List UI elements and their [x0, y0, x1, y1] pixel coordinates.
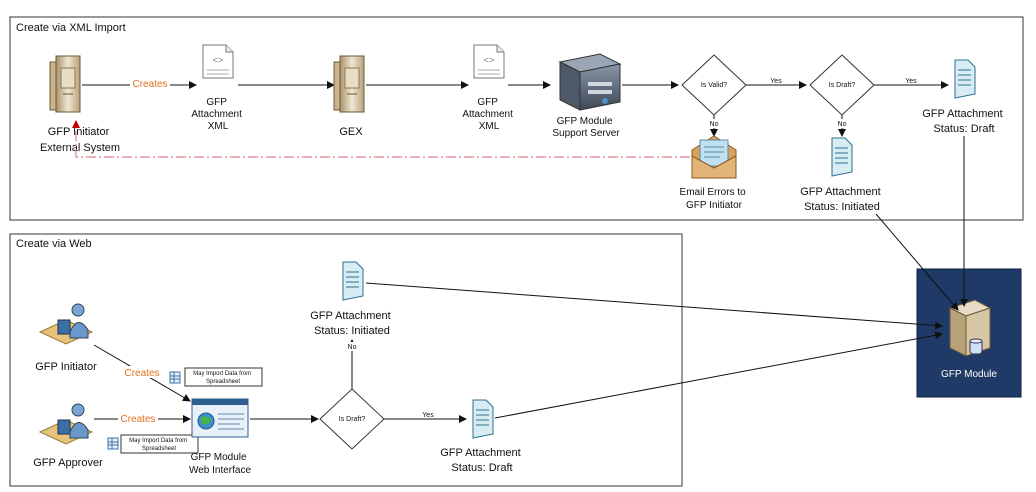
draft-yes-xml-label: Yes	[905, 78, 917, 85]
web-draft-to-module-arrow	[494, 331, 943, 419]
attachment-initiated-xml-label: GFP Attachment Status: Initiated	[800, 186, 884, 213]
support-server-icon	[558, 53, 622, 111]
is-valid-label: Is Valid?	[701, 82, 727, 89]
web-panel-title: Create via Web	[16, 238, 92, 250]
gfp-module-server-icon	[948, 299, 992, 357]
attachment-initiated-document-icon	[831, 137, 853, 177]
import-note-2	[120, 434, 199, 454]
gfp-module-label: GFP Module	[941, 369, 997, 380]
xml-import-panel-title: Create via XML Import	[16, 22, 126, 34]
initiator-creates-label: Creates	[124, 368, 159, 379]
is-draft-xml-label: Is Draft?	[829, 82, 856, 89]
draft-no-web-label: No	[348, 344, 357, 351]
email-errors-label: Email Errors to GFP Initiator	[680, 187, 749, 211]
web-initiated-to-module-arrow	[365, 282, 943, 330]
svg-text:<>: <>	[213, 56, 224, 66]
valid-yes-label: Yes	[770, 78, 782, 85]
attachment-draft-document-icon	[954, 59, 976, 99]
spreadsheet-icon	[107, 437, 119, 450]
error-return-path	[75, 122, 690, 158]
web-interface-label: GFP Module Web Interface	[189, 452, 252, 476]
is-draft-web-label: Is Draft?	[339, 416, 366, 423]
attachment-initiated-web-document-icon	[342, 261, 364, 301]
attachment-initiated-web-label: GFP Attachment Status: Initiated	[310, 310, 394, 337]
initiated-to-module-arrow	[875, 213, 959, 311]
valid-no-label: No	[710, 121, 719, 128]
initiator-system-server-icon	[49, 55, 81, 113]
gfp-approver-person-icon	[38, 403, 94, 445]
attachment-draft-web-label: GFP Attachment Status: Draft	[440, 447, 524, 474]
web-interface-icon	[191, 398, 249, 438]
creates-label: Creates	[132, 79, 167, 90]
is-draft-decision-web	[319, 388, 385, 450]
draft-yes-web-label: Yes	[422, 412, 434, 419]
import-note-1	[184, 367, 263, 387]
draft-no-xml-label: No	[838, 121, 847, 128]
attachment-xml-label-1: GFP Attachment XML	[191, 97, 244, 132]
import-note-1-text: May Import Data from Spreadsheet	[193, 371, 253, 385]
gfp-approver-label: GFP Approver	[33, 457, 103, 469]
spreadsheet-icon	[169, 371, 181, 384]
import-note-2-text: May Import Data from Spreadsheet	[129, 438, 189, 452]
xml-document-icon: <>	[202, 44, 234, 79]
approver-creates-label: Creates	[120, 414, 155, 425]
xml-document-icon: <>	[473, 44, 505, 79]
gfp-initiator-person-icon	[38, 303, 94, 345]
gex-label: GEX	[339, 126, 363, 138]
initiator-system-label: GFP Initiator External System	[40, 126, 120, 154]
svg-text:<>: <>	[484, 56, 495, 66]
support-server-label: GFP Module Support Server	[552, 116, 620, 139]
attachment-xml-label-2: GFP Attachment XML	[462, 97, 515, 132]
attachment-draft-xml-label: GFP Attachment Status: Draft	[922, 108, 1006, 135]
email-envelope-icon	[691, 135, 737, 179]
xml-import-panel	[9, 16, 1024, 221]
gfp-initiator-label: GFP Initiator	[35, 361, 97, 373]
gex-server-icon	[333, 55, 365, 113]
attachment-draft-web-document-icon	[472, 399, 494, 439]
